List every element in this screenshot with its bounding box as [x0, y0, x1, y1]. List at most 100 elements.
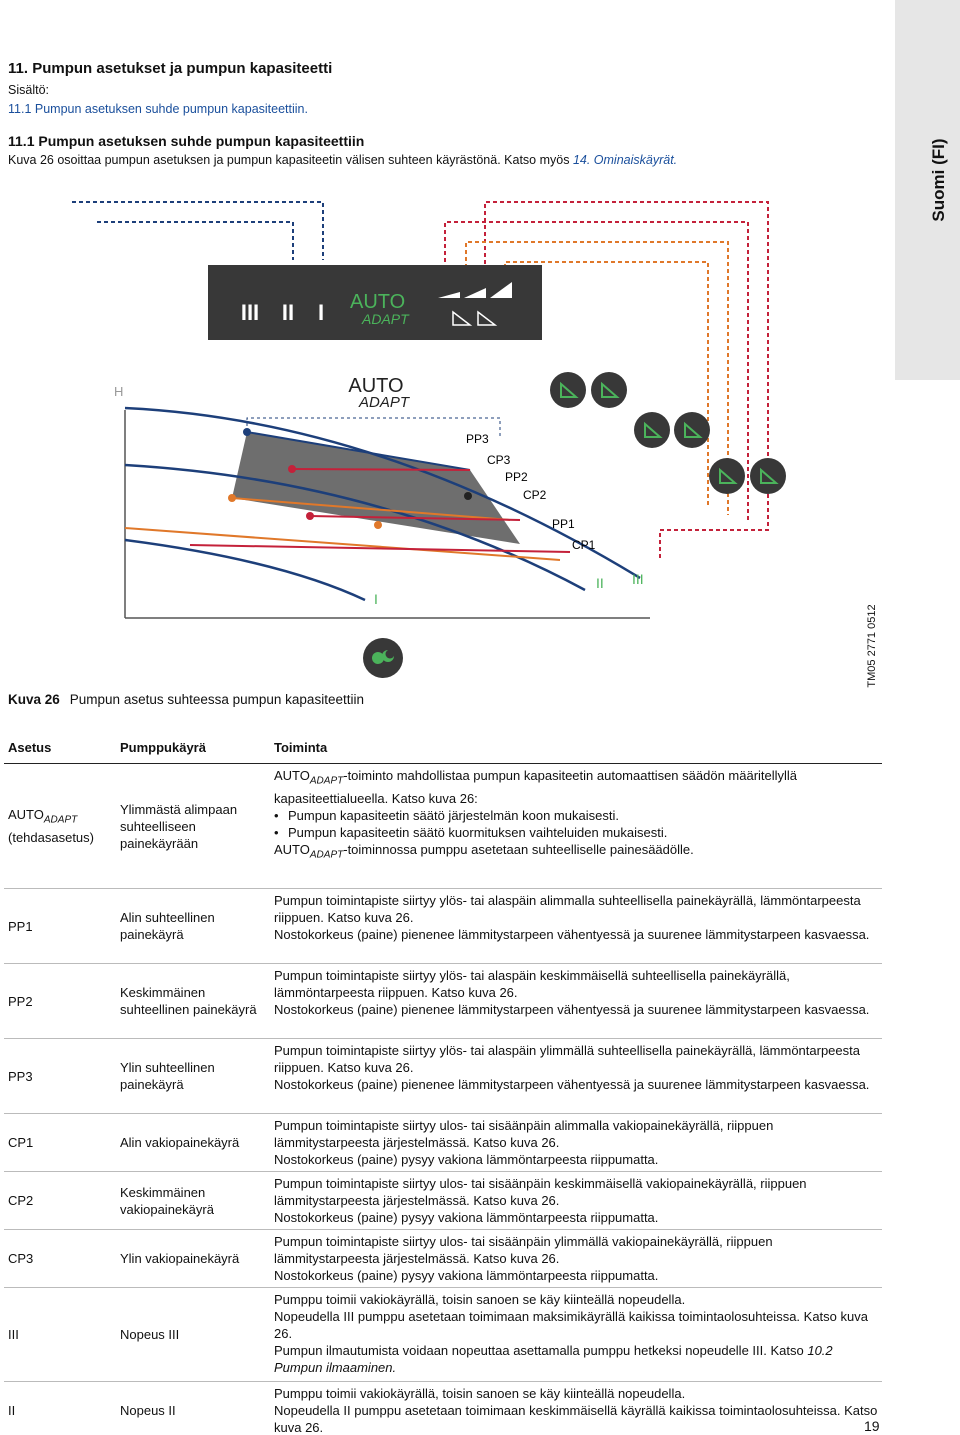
- curve-cell: Nopeus III: [116, 1287, 270, 1382]
- curve-cell: Alin vakiopainekäyrä: [116, 1113, 270, 1172]
- connector-orange: [465, 241, 729, 515]
- panel-adapt: ADAPT: [361, 311, 410, 327]
- cp3-line: [291, 468, 471, 471]
- table-row-pp3: PP3 Ylin suhteellinen painekäyrä Pumpun …: [4, 1038, 882, 1114]
- auto-point: [464, 492, 472, 500]
- intro-text: Kuva 26 osoittaa pumpun asetuksen ja pum…: [8, 153, 573, 167]
- cp2-point: [306, 512, 314, 520]
- pp2-label: PP2: [505, 470, 528, 484]
- col-header-function: Toiminta: [270, 733, 882, 764]
- speed-ii-label: II: [596, 575, 604, 591]
- cp1-label: CP1: [572, 538, 596, 552]
- control-panel: III II I AUTO ADAPT: [208, 265, 542, 340]
- speed-i-label: I: [374, 591, 378, 607]
- language-label: Suomi (FI): [929, 138, 948, 222]
- setting-auto: AUTO: [8, 807, 44, 823]
- auto-bullet-2: Pumpun kapasiteetin säätö kuormituksen v…: [274, 824, 878, 841]
- setting-cell: CP3: [4, 1229, 116, 1288]
- connector-red-2: [444, 221, 749, 521]
- panel-speed-ii: II: [282, 300, 294, 325]
- axis-h-label: H: [114, 384, 123, 399]
- cp1-line: [189, 544, 571, 553]
- function-cell: Pumpun toimintapiste siirtyy ylös- tai a…: [270, 888, 882, 964]
- pp3-label: PP3: [466, 432, 489, 446]
- setting-cell: PP3: [4, 1038, 116, 1114]
- iii-ref-link[interactable]: 10.2 Pumpun ilmaaminen.: [274, 1343, 833, 1375]
- function-cell: Pumpun toimintapiste siirtyy ulos- tai s…: [270, 1113, 882, 1172]
- curve-cell: Nopeus II: [116, 1381, 270, 1435]
- caption-text: Pumpun asetus suhteessa pumpun kapasitee…: [69, 692, 364, 707]
- panel-background: [208, 265, 542, 340]
- panel-speed-i: I: [318, 300, 324, 325]
- cp2-label: CP2: [523, 488, 547, 502]
- settings-table: Asetus Pumppukäyrä Toiminta AUTOADAPT(te…: [4, 733, 882, 1435]
- table-row-cp2: CP2 Keskimmäinen vakiopainekäyrä Pumpun …: [4, 1171, 882, 1230]
- speed-iii-curve: [124, 406, 641, 580]
- contents-label: Sisältö:: [8, 83, 49, 97]
- pp3-leader: [246, 417, 501, 438]
- pp2-point: [228, 494, 236, 502]
- cp2-line: [309, 515, 521, 521]
- auto-para-2: AUTOADAPT-toiminnossa pumppu asetetaan s…: [274, 841, 694, 861]
- setting-adapt: ADAPT: [43, 814, 78, 826]
- figure-code-text: TM05 2771 0512: [866, 604, 878, 688]
- curve-cell: Keskimmäinen vakiopainekäyrä: [116, 1171, 270, 1230]
- pp3-icon: [550, 372, 586, 408]
- function-cell: AUTOADAPT-toiminto mahdollistaa pumpun k…: [270, 763, 882, 889]
- pp1-line: [124, 527, 561, 561]
- function-cell: Pumppu toimii vakiokäyrällä, toisin sano…: [270, 1381, 882, 1435]
- figure-code: TM05 2771 0512: [862, 600, 886, 700]
- table-row-pp2: PP2 Keskimmäinen suhteellinen painekäyrä…: [4, 963, 882, 1039]
- connector-ii: [97, 221, 294, 260]
- panel-auto: AUTO: [350, 291, 405, 313]
- function-cell: Pumpun toimintapiste siirtyy ylös- tai a…: [270, 1038, 882, 1114]
- panel-cp-icon: [477, 310, 498, 326]
- pp3-line: [246, 431, 471, 471]
- curve-cell: Alin suhteellinen painekäyrä: [116, 888, 270, 964]
- table-header-row: Asetus Pumppukäyrä Toiminta: [4, 733, 882, 764]
- table-row-pp1: PP1 Alin suhteellinen painekäyrä Pumpun …: [4, 888, 882, 964]
- curve-cell: Ylin suhteellinen painekäyrä: [116, 1038, 270, 1114]
- setting-cell: CP2: [4, 1171, 116, 1230]
- curve-cell: Ylimmästä alimpaan suhteelliseen painekä…: [116, 763, 270, 889]
- pp1-label: PP1: [552, 517, 575, 531]
- connector-iii: [72, 201, 324, 260]
- section-title: 11. Pumpun asetukset ja pumpun kapasitee…: [8, 60, 333, 77]
- subsection-title: 11.1 Pumpun asetuksen suhde pumpun kapas…: [8, 133, 365, 149]
- col-header-curve: Pumppukäyrä: [116, 733, 270, 764]
- cp1-icon: [750, 458, 786, 494]
- setting-cell: PP1: [4, 888, 116, 964]
- pp2-line: [231, 497, 511, 521]
- setting-cell: II: [4, 1381, 116, 1435]
- cp3-label: CP3: [487, 453, 511, 467]
- col-header-setting: Asetus: [4, 733, 116, 764]
- function-cell: Pumppu toimii vakiokäyrällä, toisin sano…: [270, 1287, 882, 1382]
- intro-ref-link[interactable]: 14. Ominaiskäyrät.: [572, 153, 678, 167]
- curve-chart: H AUTO ADAPT PP3 CP3 PP2 CP2 PP1 CP1 I I…: [114, 375, 650, 619]
- panel-pp-icon: [452, 310, 473, 326]
- intro-paragraph: Kuva 26 osoittaa pumpun asetuksen ja pum…: [8, 151, 888, 170]
- page-number: 19: [864, 1418, 880, 1434]
- function-cell: Pumpun toimintapiste siirtyy ulos- tai s…: [270, 1229, 882, 1288]
- panel-speed-iii: III: [241, 300, 259, 325]
- setting-cell: PP2: [4, 963, 116, 1039]
- panel-level-2-icon: [464, 288, 486, 298]
- table-row-cp1: CP1 Alin vakiopainekäyrä Pumpun toiminta…: [4, 1113, 882, 1172]
- night-mode-icon: [363, 638, 403, 678]
- section-heading: 11. Pumpun asetukset ja pumpun kapasitee…: [8, 60, 888, 170]
- panel-level-1-icon: [438, 292, 460, 298]
- setting-cell: CP1: [4, 1113, 116, 1172]
- curve-cell: Keskimmäinen suhteellinen painekäyrä: [116, 963, 270, 1039]
- table-row-auto-adapt: AUTOADAPT(tehdasasetus) Ylimmästä alimpa…: [4, 763, 882, 889]
- table-row-iii: III Nopeus III Pumppu toimii vakiokäyräl…: [4, 1287, 882, 1382]
- pump-setting-figure: III II I AUTO ADAPT H AUTO ADAPT: [72, 201, 786, 678]
- speed-iii-label: III: [632, 571, 644, 587]
- chart-auto: AUTO: [348, 375, 403, 397]
- setting-icons: [363, 372, 786, 678]
- auto-para-1: AUTOADAPT-toiminto mahdollistaa pumpun k…: [274, 768, 798, 806]
- speed-ii-curve: [124, 463, 586, 592]
- cp2-icon: [674, 412, 710, 448]
- cp3-point: [288, 465, 296, 473]
- toc-link[interactable]: 11.1 Pumpun asetuksen suhde pumpun kapas…: [8, 102, 308, 116]
